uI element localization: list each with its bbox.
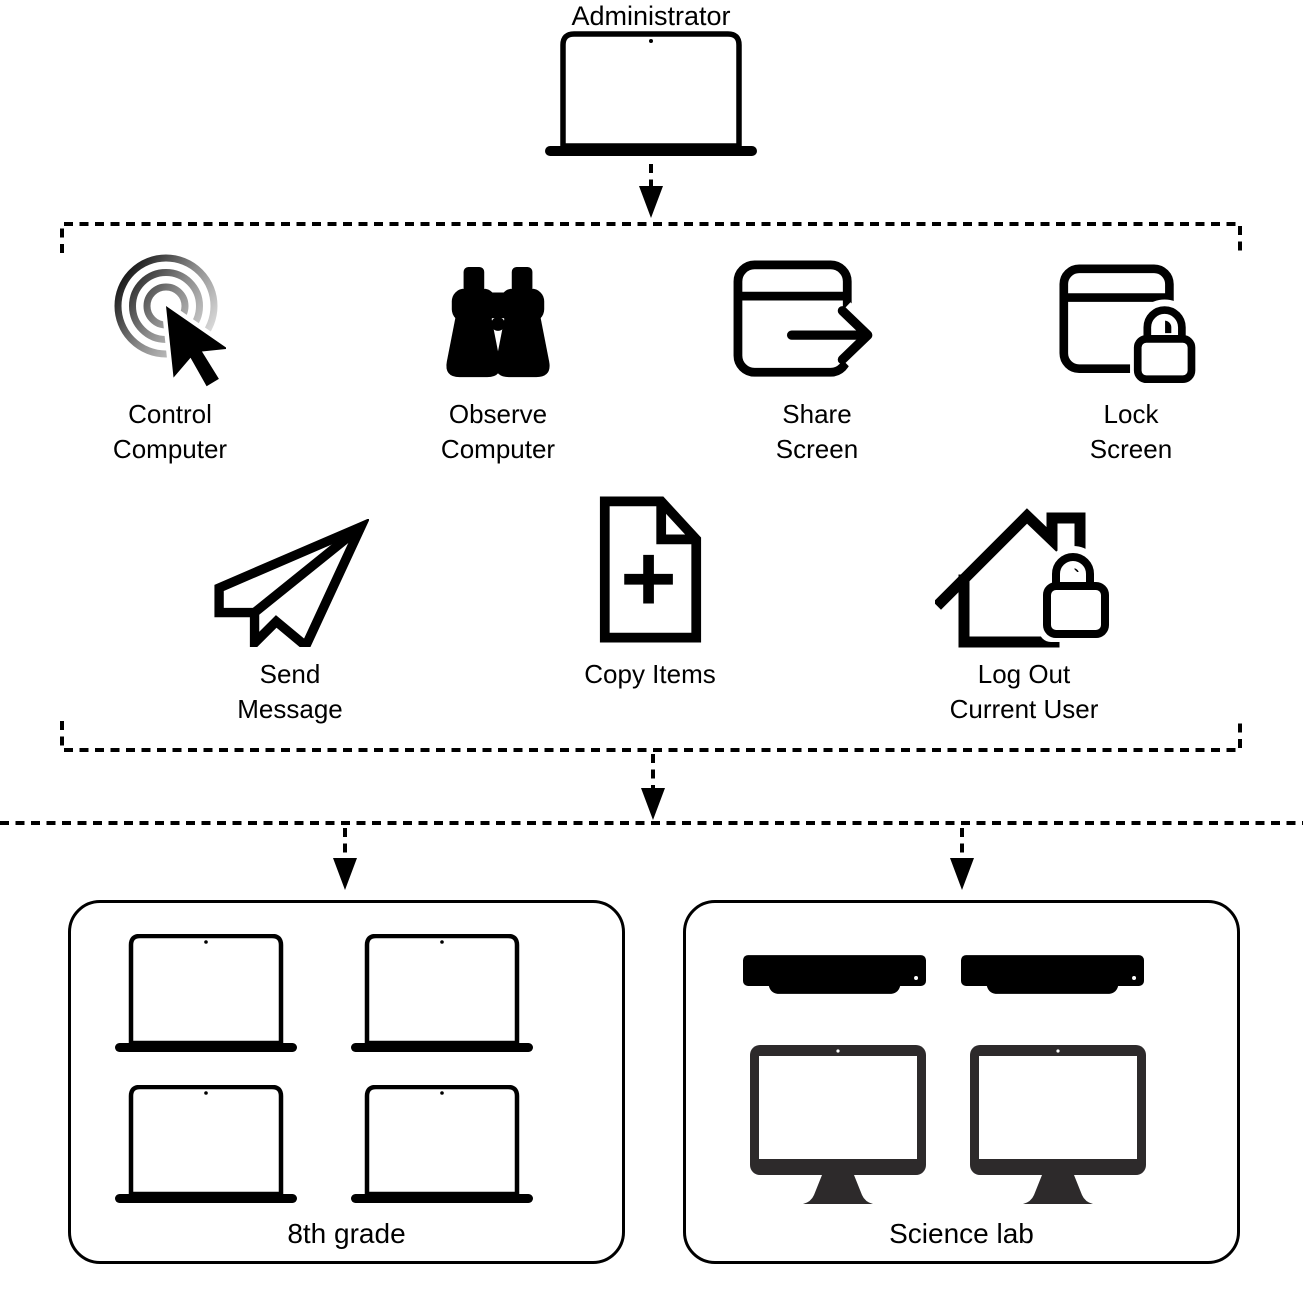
action-label: Control Computer — [112, 399, 228, 464]
actions-bracket-top — [60, 222, 1242, 253]
export-arrow-chevron — [837, 306, 873, 365]
group-box-8th-grade: 8th grade — [68, 900, 625, 1264]
action-control-computer: Control Computer — [50, 250, 290, 467]
laptop-icon — [351, 934, 533, 1052]
action-label: Lock Screen — [1089, 399, 1173, 464]
window-lock-icon — [1059, 264, 1200, 384]
laptop-icon — [115, 934, 297, 1052]
laptop-base — [545, 146, 757, 156]
closed-laptop-icon — [961, 955, 1144, 994]
laptop-icon — [115, 1085, 297, 1203]
padlock-body — [1043, 582, 1109, 638]
admin-to-actions-arrow — [639, 164, 663, 218]
group-box-science-lab: Science lab — [683, 900, 1240, 1264]
padlock-body — [1133, 335, 1196, 384]
action-log-out-current-user: Log Out Current User — [894, 492, 1154, 727]
arrow-to-science-lab — [950, 828, 974, 890]
arrowhead — [333, 858, 357, 890]
action-label: Share Screen — [775, 399, 859, 464]
action-label: Log Out Current User — [949, 659, 1099, 724]
camera-dot — [649, 39, 653, 43]
paper-plane-icon — [214, 519, 369, 647]
arrowhead — [639, 186, 663, 218]
binoculars-icon — [446, 266, 550, 378]
document-plus-icon — [599, 496, 701, 643]
action-send-message: Send Message — [170, 492, 410, 727]
laptop-icon — [351, 1085, 533, 1203]
group-label-8th-grade: 8th grade — [287, 1218, 406, 1249]
action-copy-items: Copy Items — [530, 492, 770, 692]
arrowhead — [950, 858, 974, 890]
cursor-arrow — [160, 296, 226, 392]
desktop-monitor-icon — [750, 1045, 926, 1204]
padlock-shackle — [1052, 553, 1094, 586]
administrator-laptop-icon — [545, 31, 757, 156]
arrow-to-8th-grade — [333, 828, 357, 890]
sleep-indicator-dot — [1132, 975, 1137, 980]
action-label: Copy Items — [584, 659, 716, 689]
sleep-indicator-dot — [914, 975, 919, 980]
house-lock-icon — [935, 508, 1113, 648]
action-share-screen: Share Screen — [697, 250, 937, 467]
click-ripple-cursor-icon — [114, 254, 226, 392]
group-label-science-lab: Science lab — [889, 1218, 1034, 1249]
action-label: Send Message — [237, 659, 343, 724]
padlock-shackle — [1143, 306, 1186, 339]
administrator-label: Administrator — [571, 1, 731, 31]
plus-sign — [623, 554, 673, 604]
arrowhead — [641, 788, 665, 820]
window-share-arrow-icon — [733, 260, 880, 377]
closed-laptop-icon — [743, 955, 926, 994]
action-lock-screen: Lock Screen — [1011, 250, 1251, 467]
desktop-monitor-icon — [970, 1045, 1146, 1204]
action-observe-computer: Observe Computer — [378, 250, 618, 467]
actions-to-groups-arrow — [641, 754, 665, 820]
action-label: Observe Computer — [440, 399, 556, 464]
